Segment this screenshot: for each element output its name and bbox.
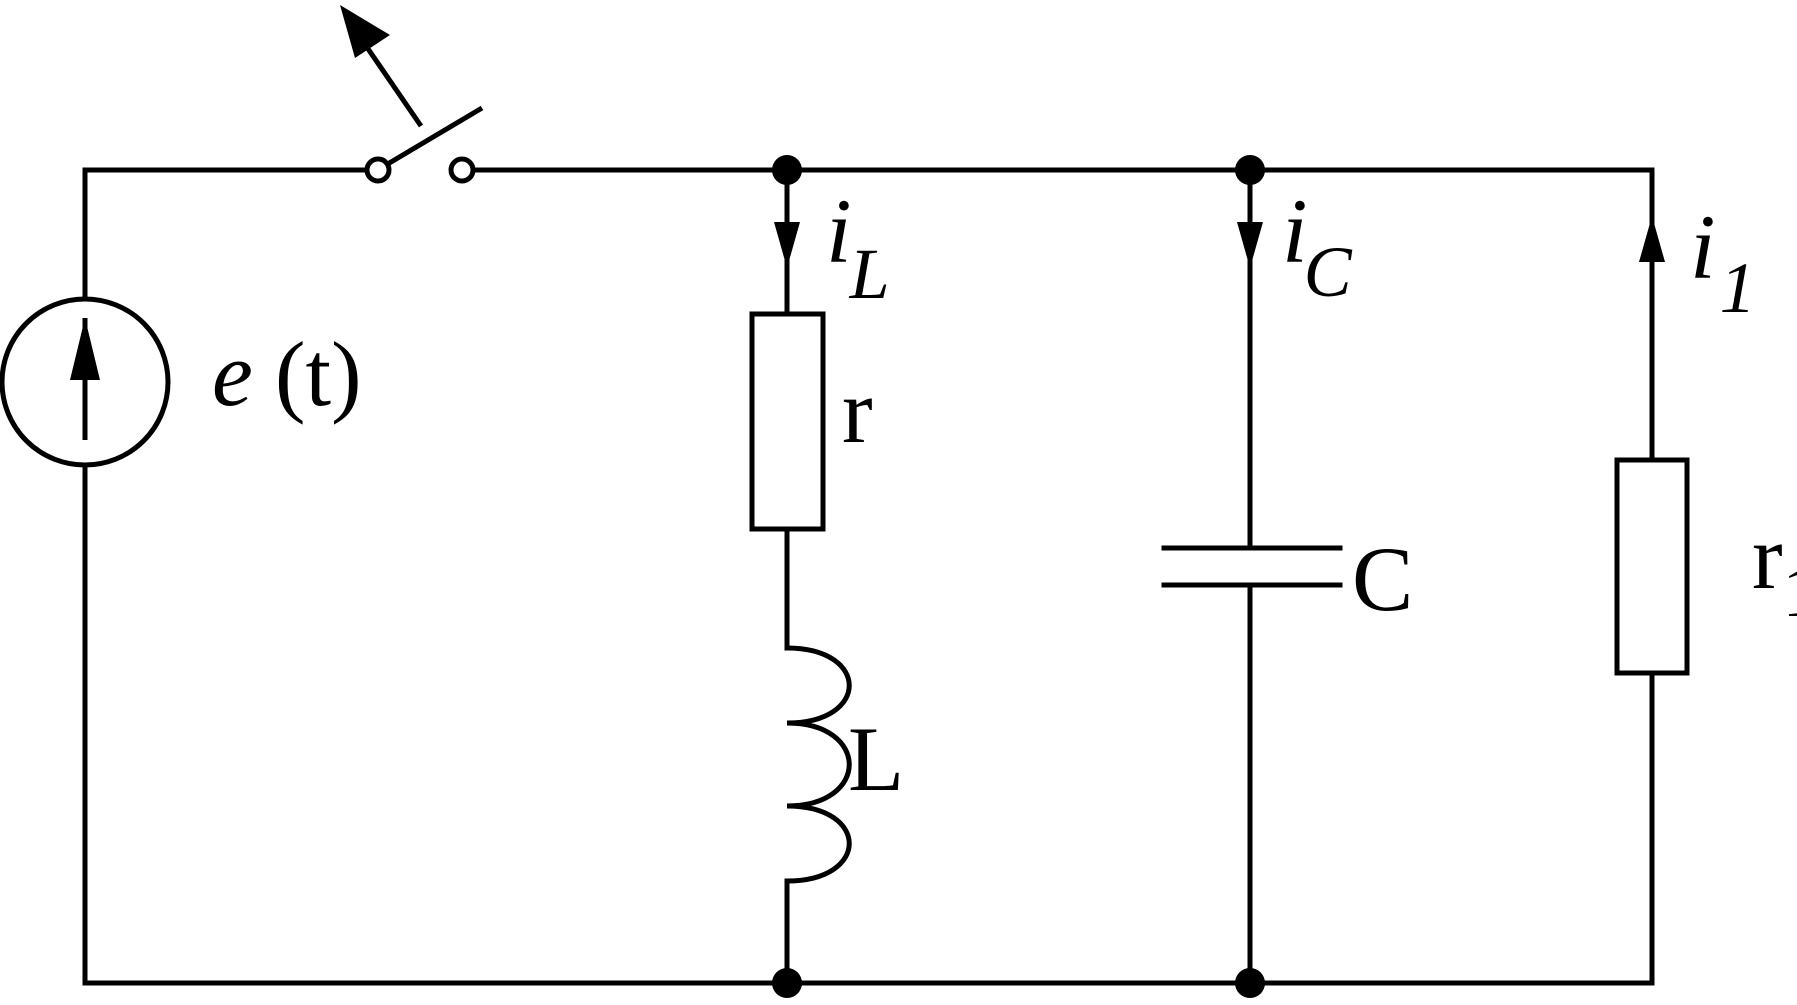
source-arrow-head: [70, 318, 100, 380]
node-bottom-capacitor: [1235, 968, 1265, 998]
inductor-L: [784, 645, 852, 884]
current-label-i1: i1: [1690, 196, 1756, 328]
capacitor-C: [1161, 545, 1343, 588]
switch: [340, 5, 484, 184]
wire-left-top: [82, 167, 381, 303]
current-arrow-i1: [1639, 216, 1665, 262]
switch-contact-left: [364, 156, 392, 184]
node-bottom-inductor: [772, 968, 802, 998]
node-top-inductor: [772, 155, 802, 185]
capacitor-C-label: C: [1352, 528, 1413, 630]
current-label-iC: iC: [1282, 180, 1353, 312]
source-label: e(t): [212, 323, 362, 425]
resistor-r: [749, 311, 826, 532]
wire-left-bottom: [82, 462, 1655, 986]
wire-top: [469, 167, 1655, 463]
resistor-r1: [1614, 457, 1690, 676]
resistor-r-label: r: [842, 360, 873, 462]
node-top-capacitor: [1235, 155, 1265, 185]
inductor-L-label: L: [848, 708, 904, 810]
voltage-source: [0, 296, 171, 468]
switch-action-arrow: [359, 38, 424, 128]
switch-blade: [384, 105, 484, 168]
switch-action-arrow-head: [340, 5, 390, 58]
current-arrow-iC: [1237, 222, 1263, 268]
resistor-r1-label: r1: [1752, 506, 1797, 632]
switch-contact-right: [448, 156, 476, 184]
current-arrow-iL: [774, 222, 800, 268]
current-label-iL: iL: [826, 180, 890, 314]
